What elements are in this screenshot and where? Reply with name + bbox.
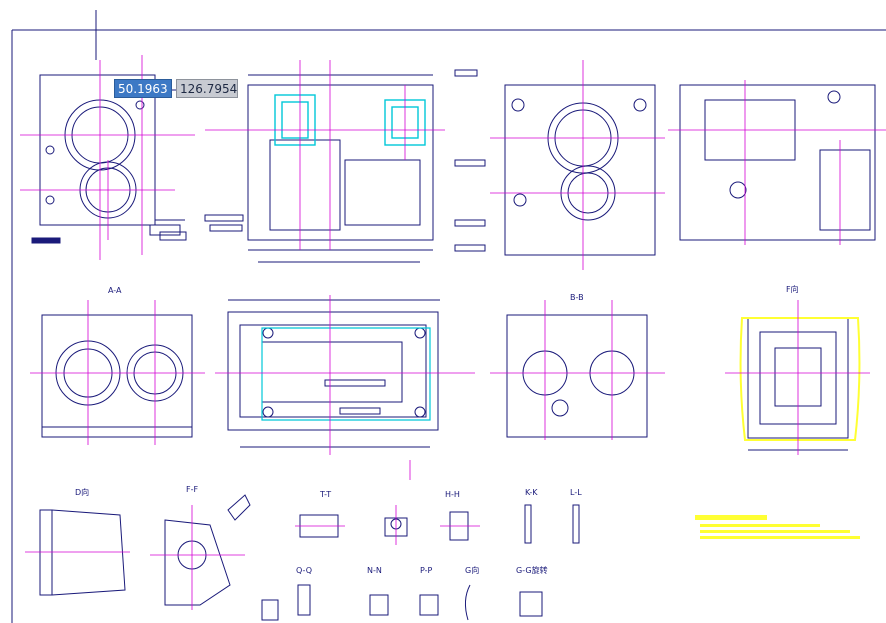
centerlines-bottom bbox=[25, 505, 480, 610]
centerlines-f bbox=[725, 300, 870, 455]
centerlines-bb bbox=[490, 300, 665, 440]
label-kk: K-K bbox=[525, 488, 538, 497]
yellow-outline-f bbox=[739, 317, 861, 441]
centerlines-main-plan bbox=[215, 295, 475, 480]
centerlines-aa bbox=[30, 300, 205, 445]
label-g-dir: G向 bbox=[465, 565, 479, 575]
view-section-aa bbox=[41, 314, 193, 438]
cyan-highlight-features bbox=[274, 94, 426, 146]
label-hh: H-H bbox=[445, 490, 460, 499]
detail-views-bottom bbox=[39, 494, 580, 621]
label-tt: T-T bbox=[319, 490, 331, 499]
view-far-right bbox=[679, 84, 876, 241]
cursor-y-coordinate-input[interactable]: 126.7954 bbox=[176, 79, 238, 98]
yellow-note-block bbox=[695, 515, 860, 539]
label-f-dir: F向 bbox=[786, 284, 799, 294]
view-top-plan bbox=[204, 69, 486, 263]
centerlines-far-right bbox=[668, 80, 886, 245]
label-nn: N-N bbox=[367, 566, 382, 575]
view-section-bb bbox=[506, 314, 648, 438]
view-side-right bbox=[504, 84, 656, 256]
label-pp: P-P bbox=[420, 566, 433, 575]
drawing-frame bbox=[11, 10, 886, 623]
label-bb: B-B bbox=[570, 293, 584, 302]
label-qq: Q-Q bbox=[296, 566, 312, 575]
label-ll: L-L bbox=[570, 488, 582, 497]
centerlines-top-plan bbox=[205, 60, 445, 250]
cyan-highlight-main-plan bbox=[261, 327, 431, 421]
centerlines-side-right bbox=[490, 60, 665, 270]
label-gg-rot: G-G旋转 bbox=[516, 565, 548, 575]
label-d-dir: D向 bbox=[75, 487, 89, 497]
cursor-x-coordinate-input[interactable]: 50.1963 bbox=[114, 79, 172, 98]
label-aa: A-A bbox=[108, 286, 122, 295]
view-main-plan bbox=[227, 299, 440, 448]
view-labels: A-A B-B F向 D向 F-F T-T H-H K-K L-L Q-Q N-… bbox=[75, 284, 799, 575]
view-front-left bbox=[31, 74, 195, 244]
label-ff: F-F bbox=[186, 485, 198, 494]
